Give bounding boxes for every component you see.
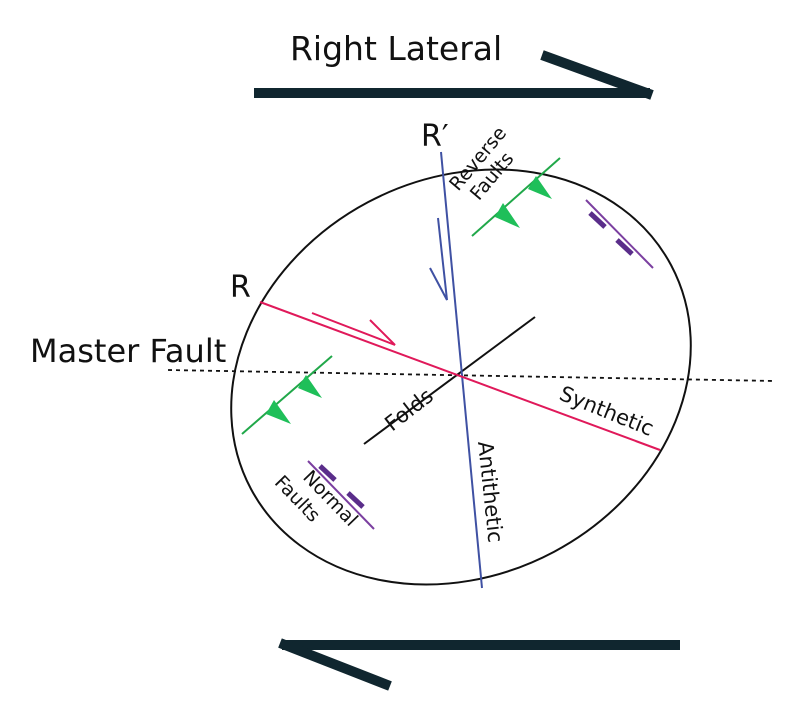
reverse-fault-tooth-icon bbox=[528, 176, 552, 199]
top-arrow-barb bbox=[540, 50, 654, 100]
normal-fault-tick bbox=[588, 211, 607, 229]
normal-fault-upper bbox=[585, 199, 654, 269]
r-shear-line bbox=[259, 301, 661, 451]
master-fault-label: Master Fault bbox=[30, 332, 226, 370]
normal-fault-tick bbox=[346, 491, 365, 509]
top-arrow-label: Right Lateral bbox=[290, 29, 502, 68]
normal-faults-label: Normal Faults bbox=[270, 466, 362, 531]
bottom-shear-arrow bbox=[278, 638, 680, 691]
r-prime-label: R′ bbox=[421, 119, 449, 154]
top-shear-arrow bbox=[254, 50, 654, 100]
master-fault-line bbox=[167, 369, 776, 382]
r-prime-slip-half-arrow bbox=[429, 217, 448, 301]
strain-ellipse bbox=[230, 168, 692, 586]
reverse-fault-trace-lower bbox=[241, 355, 333, 435]
normal-fault-tick bbox=[615, 238, 634, 256]
r-label: R bbox=[230, 270, 251, 305]
normal-fault-trace-lower bbox=[307, 460, 375, 530]
bottom-arrow-barb bbox=[278, 638, 392, 691]
r-prime-shear-line bbox=[440, 151, 483, 589]
reverse-fault-trace-upper bbox=[471, 157, 561, 237]
normal-fault-lower bbox=[307, 460, 375, 530]
reverse-fault-tooth-icon bbox=[495, 203, 520, 228]
antithetic-label: Antithetic bbox=[473, 440, 508, 544]
r-slip-half-arrow bbox=[311, 312, 396, 346]
reverse-fault-upper bbox=[471, 157, 561, 237]
normal-fault-tick bbox=[318, 464, 337, 482]
synthetic-label: Synthetic bbox=[556, 381, 657, 440]
folds-label: Folds bbox=[380, 384, 438, 436]
reverse-fault-tooth-icon bbox=[266, 400, 291, 424]
fold-axis-line bbox=[363, 316, 536, 445]
reverse-fault-lower bbox=[241, 355, 333, 435]
reverse-fault-tooth-icon bbox=[298, 375, 322, 398]
normal-fault-trace-upper bbox=[585, 199, 654, 269]
